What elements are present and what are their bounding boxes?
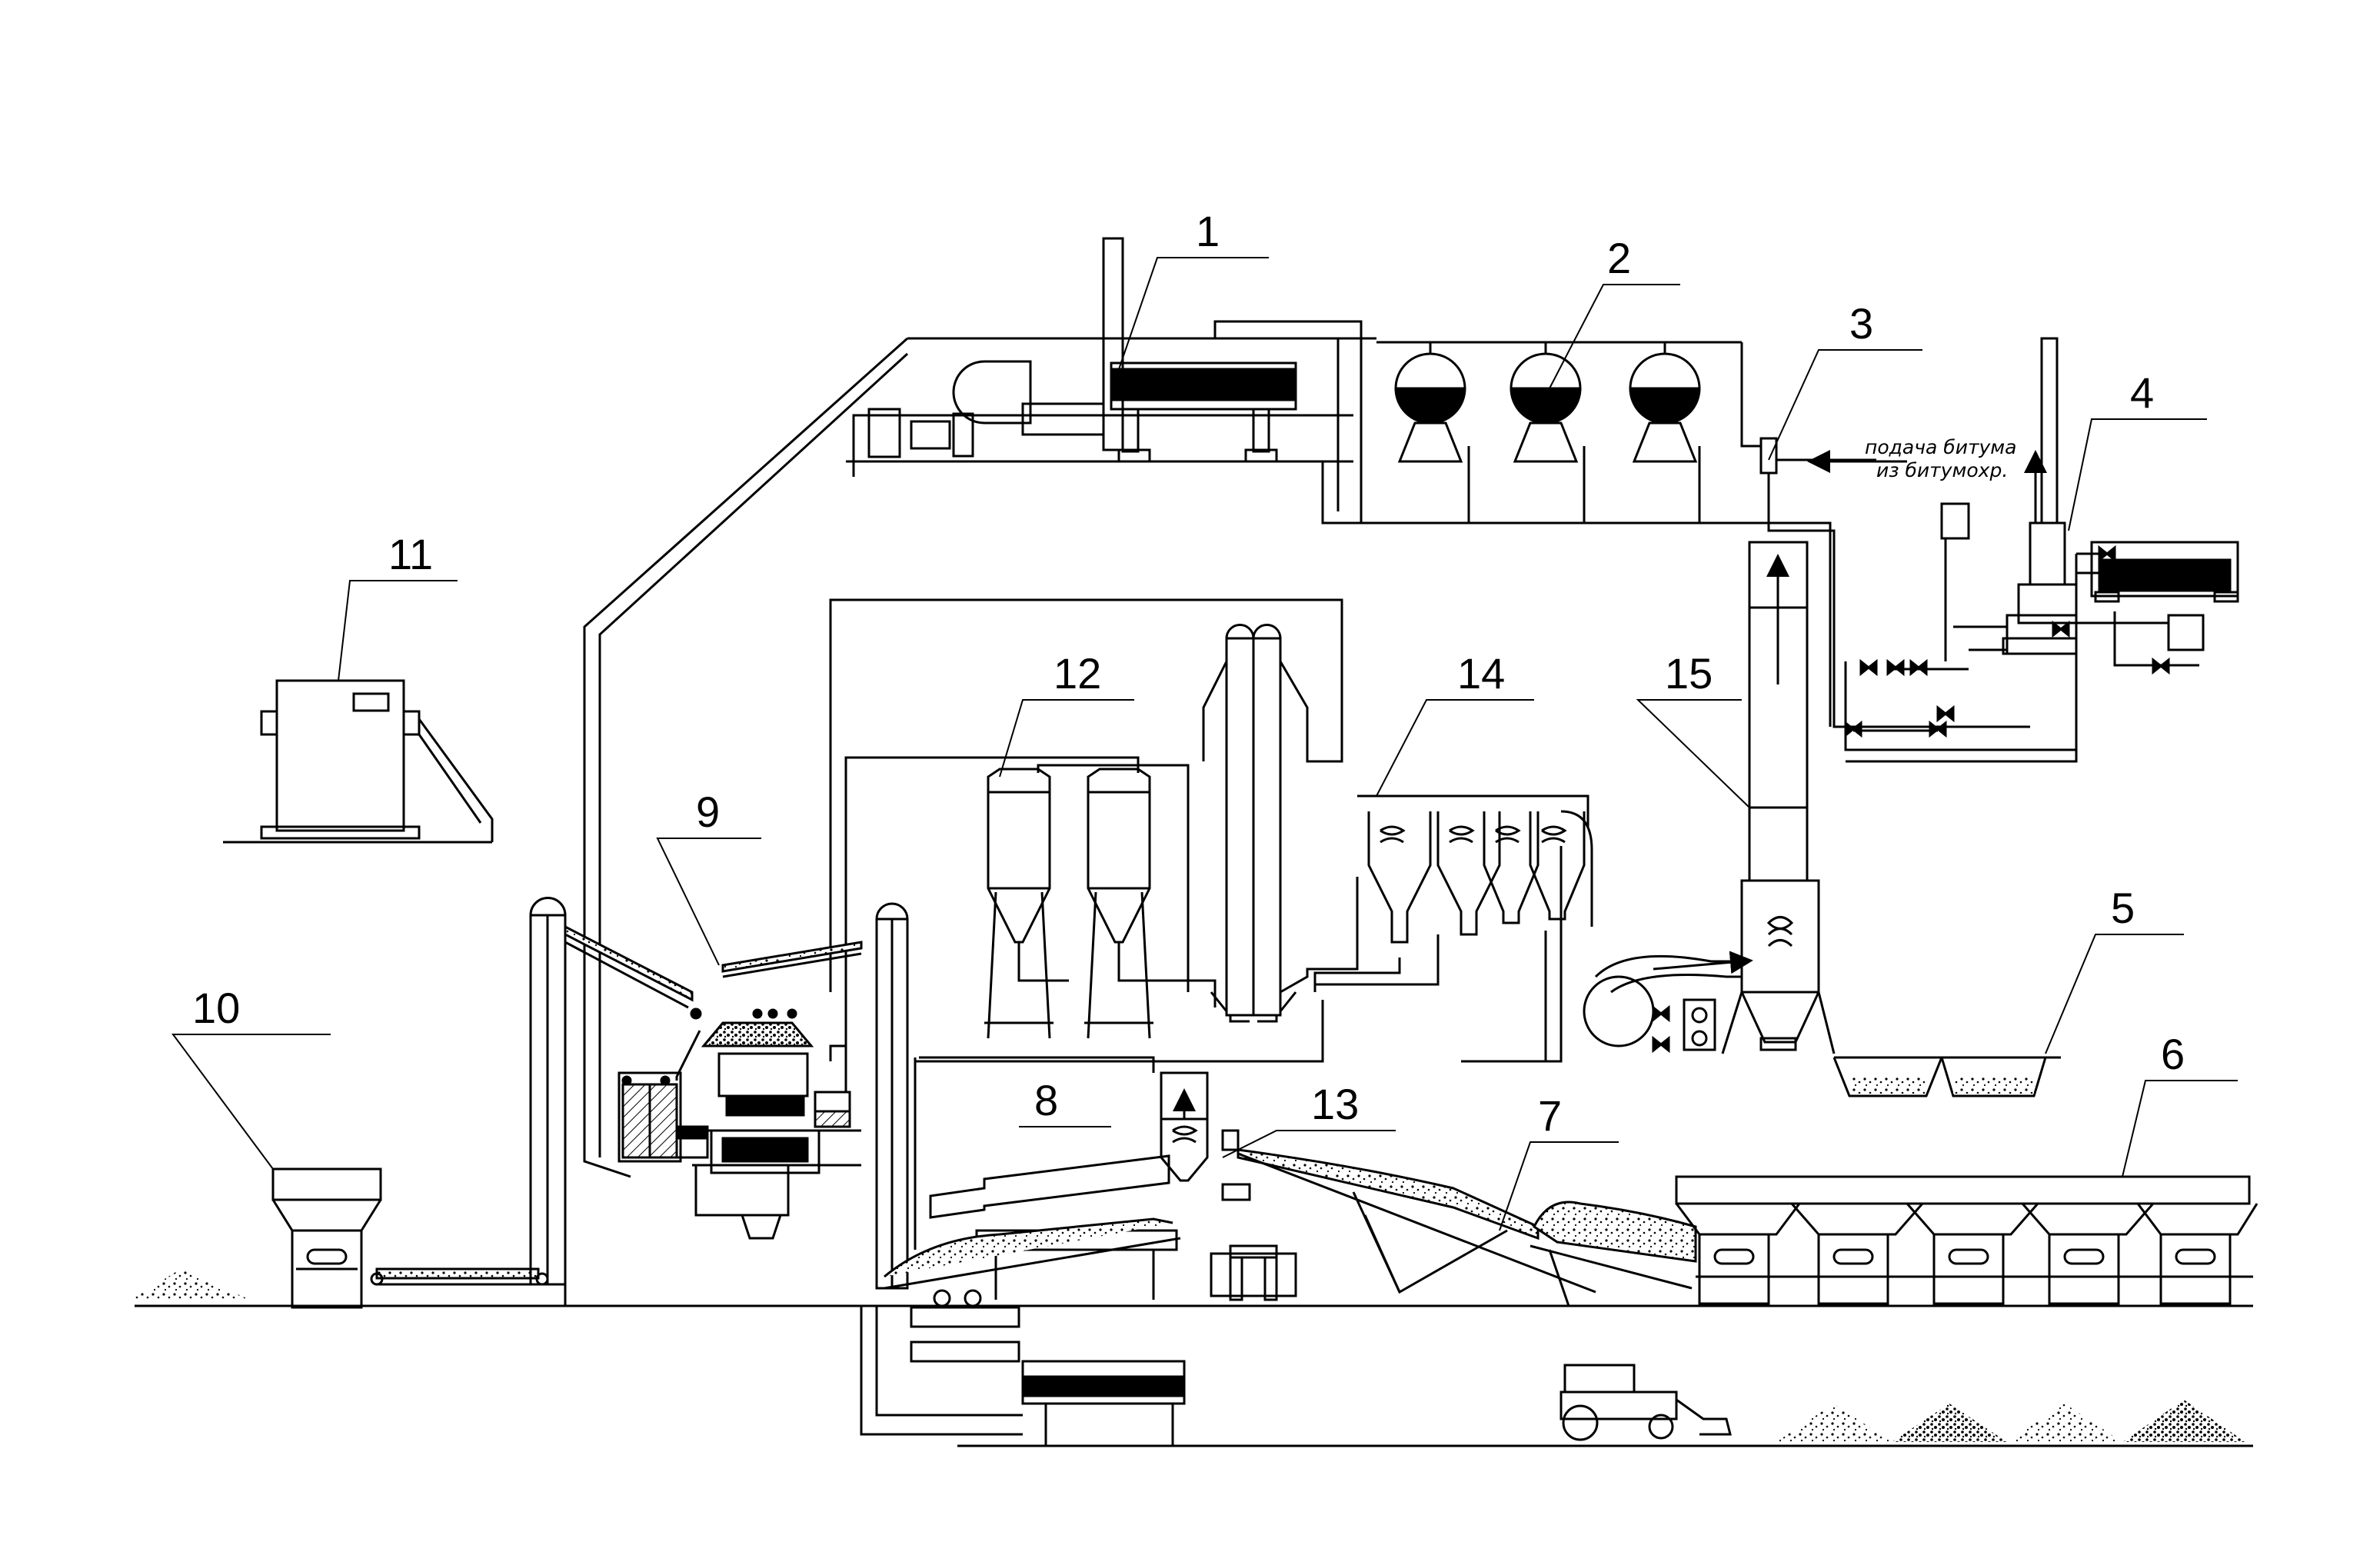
label-14: 14	[1457, 649, 1505, 698]
inclined-conveyor	[1237, 1148, 1697, 1307]
label-8: 8	[1034, 1076, 1058, 1124]
burner-unit	[1021, 1360, 1186, 1446]
settling-pits	[1832, 1056, 2061, 1097]
label-1: 1	[1196, 207, 1220, 255]
bucket-elevator-left	[529, 897, 694, 1306]
bucket-elevator-center	[829, 598, 1359, 1063]
filler-silos	[844, 756, 1217, 1077]
label-2: 2	[1607, 234, 1631, 282]
aggregate-bins	[1675, 1175, 2259, 1305]
label-5: 5	[2111, 884, 2135, 932]
cyclone-battery	[1313, 794, 1593, 1063]
hot-elevator	[875, 902, 1155, 1290]
bitumen-piping	[583, 320, 2030, 1178]
exhaust-stack	[1583, 541, 1836, 1054]
bitumen-note-line1: подача битума	[1865, 436, 2017, 458]
label-9: 9	[696, 788, 720, 836]
front-loader	[1559, 1364, 1732, 1441]
leader-lines	[171, 257, 2238, 1231]
bitumen-note-line2: из битумохр.	[1876, 459, 2008, 481]
control-cabin	[223, 679, 494, 844]
label-4: 4	[2130, 368, 2154, 417]
dosing-screen	[1160, 1071, 1297, 1301]
mixing-unit	[617, 941, 863, 1240]
dryer-drum-lower	[860, 1154, 1181, 1436]
label-11: 11	[388, 530, 433, 578]
receiving-hopper	[131, 1167, 549, 1309]
component-labels: 1 2 3 4 5 6 7 8 9 10 11 12 13 14 15 пода…	[192, 207, 2185, 1140]
dryer-drum-top	[867, 237, 1297, 463]
valve-symbols	[1652, 545, 2170, 1054]
label-13: 13	[1311, 1080, 1359, 1128]
label-15: 15	[1665, 649, 1713, 698]
bitumen-boilers	[1376, 341, 1742, 463]
label-7: 7	[1538, 1091, 1562, 1140]
label-10: 10	[192, 984, 240, 1032]
bitumen-heater-group	[1844, 337, 2239, 763]
label-6: 6	[2161, 1030, 2185, 1078]
label-12: 12	[1054, 649, 1101, 698]
stockpiles	[1776, 1400, 2245, 1442]
label-3: 3	[1849, 299, 1873, 348]
